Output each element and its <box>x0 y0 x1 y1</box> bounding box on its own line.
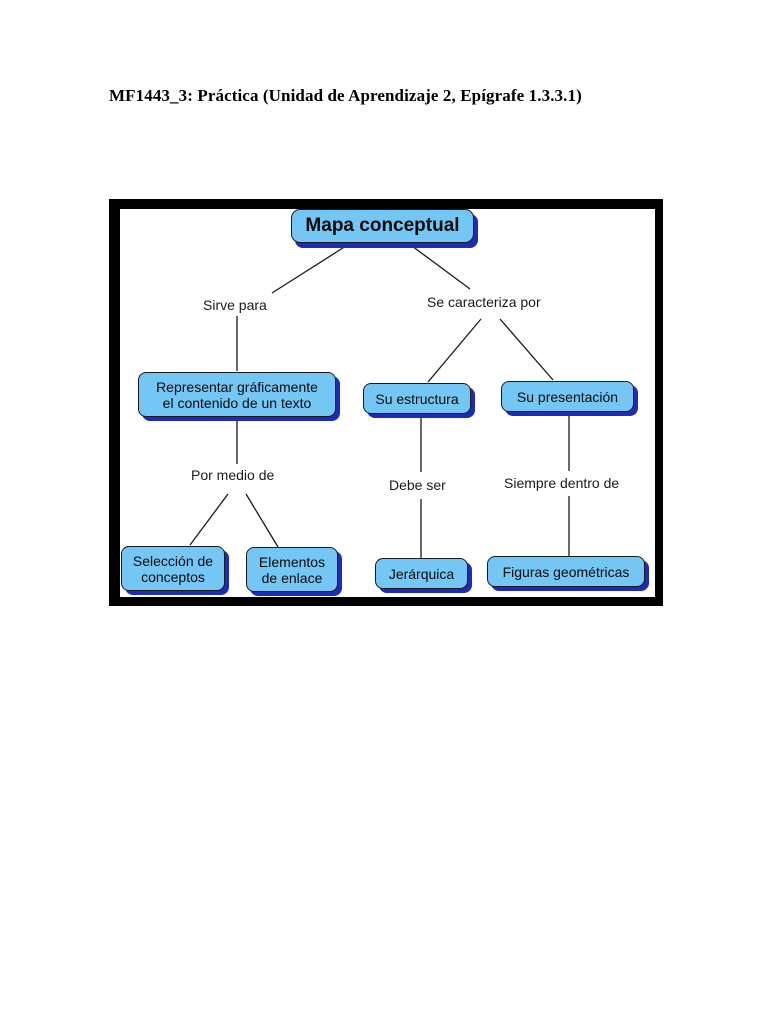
figures-node: Figuras geométricas <box>487 556 645 587</box>
root-node: Mapa conceptual <box>291 209 474 243</box>
selection-node-label: Selección de conceptos <box>132 552 214 585</box>
connector-root-to-caracteriza <box>411 245 471 290</box>
presentation-node: Su presentación <box>501 381 634 412</box>
label-serves-for: Sirve para <box>201 297 269 313</box>
connector-pormedio-to-elements <box>245 493 279 548</box>
concept-map-diagram: Mapa conceptual Sirve para Se caracteriz… <box>120 209 655 597</box>
structure-node: Su estructura <box>363 383 471 414</box>
represent-node: Representar gráficamente el contenido de… <box>138 372 336 417</box>
elements-node-label: Elementos de enlace <box>258 553 326 586</box>
label-characterized-by: Se caracteriza por <box>425 294 543 310</box>
represent-node-label: Representar gráficamente el contenido de… <box>156 378 318 411</box>
page-heading: MF1443_3: Práctica (Unidad de Aprendizaj… <box>109 86 582 105</box>
selection-node: Selección de conceptos <box>121 546 225 591</box>
connector-pormedio-to-selection <box>189 493 229 546</box>
connector-lines <box>189 245 570 558</box>
label-must-be: Debe ser <box>387 477 448 493</box>
connector-caracteriza-to-presentation <box>499 318 554 381</box>
hierarchical-node: Jerárquica <box>375 558 468 589</box>
connector-caracteriza-to-structure <box>427 318 482 383</box>
label-by-means-of: Por medio de <box>189 467 277 483</box>
connector-root-to-sirve <box>271 245 347 294</box>
elements-node: Elementos de enlace <box>246 547 338 592</box>
label-always-within: Siempre dentro de <box>502 475 622 491</box>
